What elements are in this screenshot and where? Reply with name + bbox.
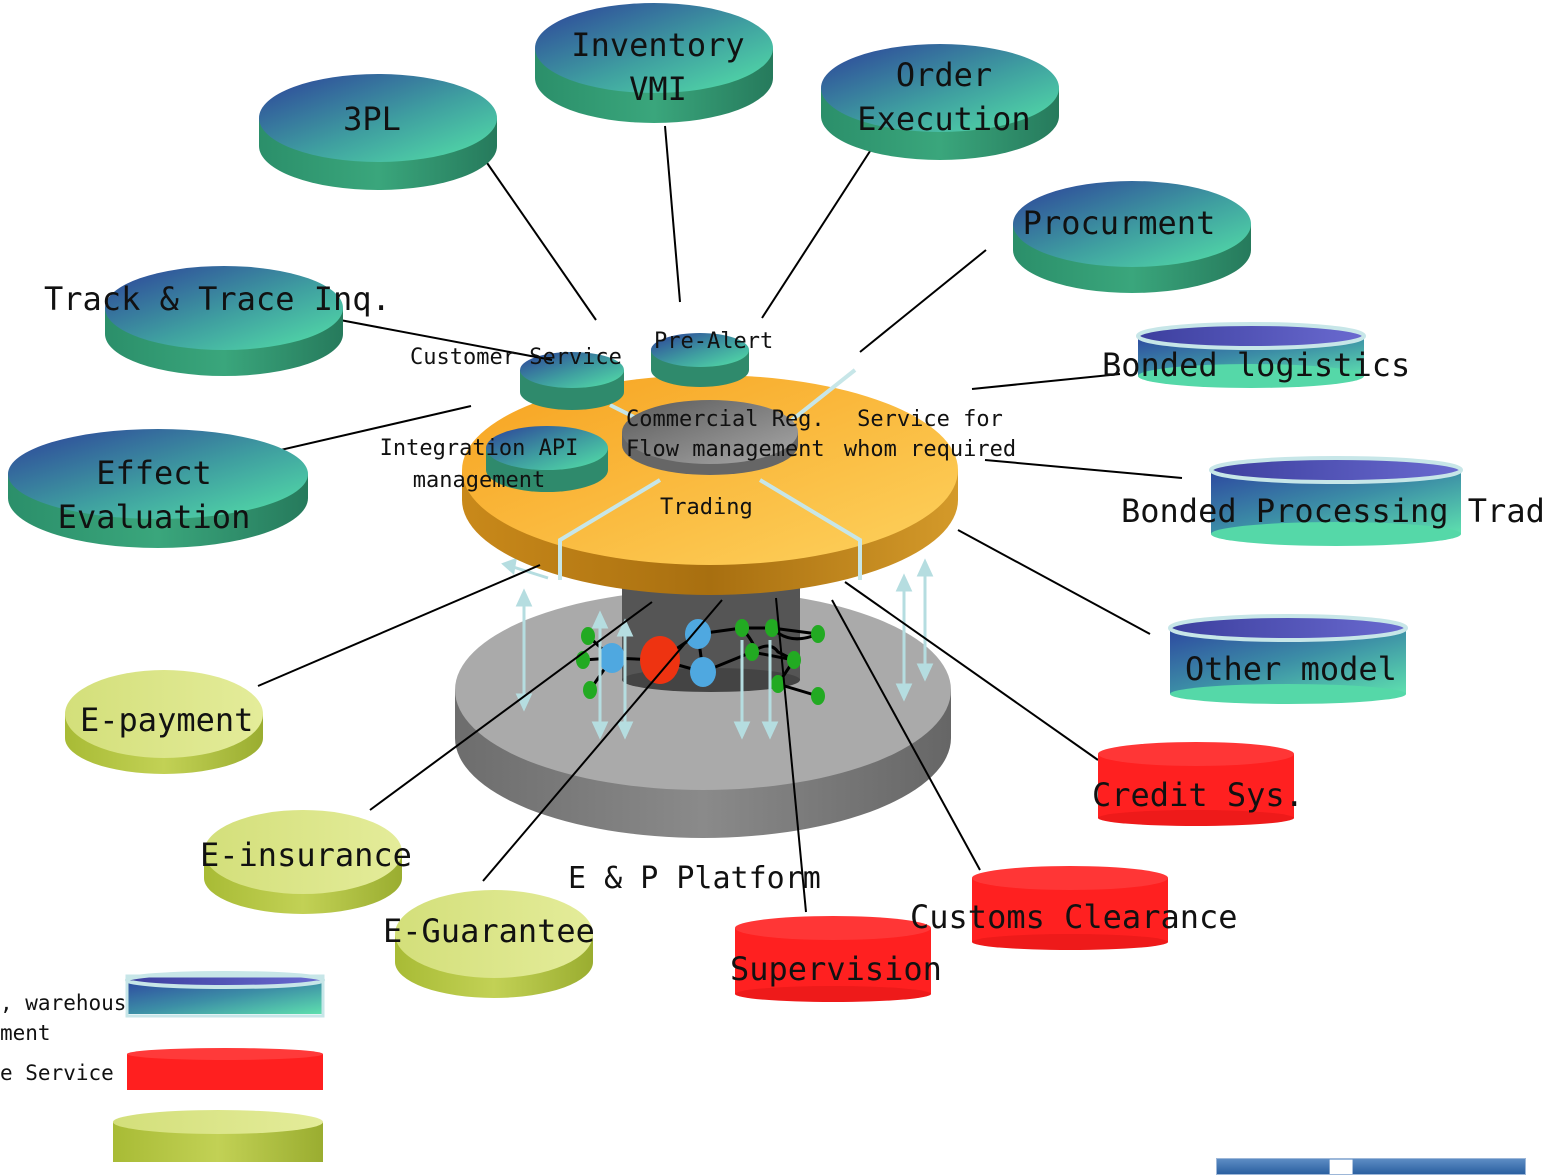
- label-customer-service-line: Customer Service: [410, 345, 622, 370]
- label-e-payment: E-payment: [80, 701, 253, 739]
- label-order-execution-line: Execution: [857, 100, 1030, 138]
- node-bonded-processing: [1209, 456, 1463, 546]
- label-integration-line: Integration API: [380, 436, 579, 461]
- legend-text-teal: , warehous ment: [0, 991, 126, 1045]
- node-supervision: [735, 916, 931, 1002]
- label-commercial-line: Commercial Reg.: [626, 407, 825, 432]
- label-effect-evaluation-line: Evaluation: [58, 498, 251, 536]
- label-3pl-line: 3PL: [343, 100, 401, 138]
- legend-swatch-teal: [125, 971, 325, 1018]
- legend-text-teal-line: , warehous: [0, 991, 126, 1015]
- label-bonded-logistics: Bonded logistics: [1102, 346, 1410, 384]
- label-integration-line: management: [413, 468, 545, 493]
- label-pre-alert: Pre-Alert: [654, 329, 773, 354]
- label-pre-alert-line: Pre-Alert: [654, 329, 773, 354]
- label-bonded-logistics-line: Bonded logistics: [1102, 346, 1410, 384]
- node-bonded-logistics: [1136, 322, 1366, 388]
- label-platform-name: E & P Platform: [568, 861, 821, 896]
- service-disc: [462, 333, 958, 595]
- label-bonded-processing: Bonded Processing Trade: [1121, 492, 1542, 530]
- label-integration: Integration API management: [380, 436, 579, 493]
- node-credit-sys: [1098, 742, 1294, 826]
- legend-text-teal-line: ment: [0, 1021, 51, 1045]
- node-e-guarantee: [395, 890, 593, 998]
- label-credit-sys: Credit Sys.: [1092, 776, 1304, 814]
- logo-badge: ■: [1216, 1158, 1526, 1175]
- legend-swatch-red: [127, 1048, 323, 1090]
- label-trading: Trading: [660, 495, 753, 520]
- label-track-trace: Track & Trace Inq.: [44, 280, 391, 318]
- label-commercial-line: Flow management: [626, 437, 825, 462]
- label-other-model: Other model: [1185, 650, 1397, 688]
- data-exchange-arrows: [501, 557, 934, 740]
- label-bonded-processing-line: Bonded Processing Trade: [1121, 492, 1542, 530]
- label-customer-service: Customer Service: [410, 345, 622, 370]
- label-procurement: Procurment: [1023, 204, 1216, 242]
- label-inventory-vmi-line: Inventory: [571, 26, 744, 64]
- node-track-trace: [105, 266, 343, 376]
- node-3pl: [259, 74, 497, 190]
- legend-text-red: e Service: [0, 1061, 114, 1085]
- label-track-trace-line: Track & Trace Inq.: [44, 280, 391, 318]
- label-supervision-line: Supervision: [730, 950, 942, 988]
- label-3pl: 3PL: [343, 100, 401, 138]
- node-e-payment: [65, 670, 263, 774]
- legend-swatch-olive: [113, 1110, 323, 1162]
- node-other-model: [1168, 614, 1408, 704]
- label-service-for: Service for whom required: [844, 407, 1016, 462]
- label-e-insurance: E-insurance: [200, 836, 412, 874]
- network-nodes: [576, 619, 825, 705]
- label-customs-clearance-line: Customs Clearance: [910, 898, 1238, 936]
- label-order-execution-line: Order: [896, 56, 992, 94]
- label-commercial: Commercial Reg. Flow management: [626, 407, 825, 462]
- node-effect-evaluation: [8, 429, 308, 548]
- label-trading-line: Trading: [660, 495, 753, 520]
- label-credit-sys-line: Credit Sys.: [1092, 776, 1304, 814]
- label-e-guarantee: E-Guarantee: [383, 912, 595, 950]
- connector-lines: [245, 125, 1183, 913]
- label-effect-evaluation-line: Effect: [96, 454, 212, 492]
- node-e-insurance: [204, 810, 402, 914]
- mini-disc-integration: [486, 426, 608, 492]
- label-inventory-vmi-line: VMI: [629, 70, 687, 108]
- label-e-guarantee-line: E-Guarantee: [383, 912, 595, 950]
- label-supervision: Supervision: [730, 950, 942, 988]
- mini-disc-customer-service: [520, 352, 624, 410]
- label-service-for-line: whom required: [844, 437, 1016, 462]
- label-customs-clearance: Customs Clearance: [910, 898, 1238, 936]
- node-order-execution: [821, 44, 1059, 160]
- label-service-for-line: Service for: [857, 407, 1003, 432]
- legend-text-red-line: e Service: [0, 1061, 114, 1085]
- node-procurement: [1013, 181, 1251, 293]
- label-e-payment-line: E-payment: [80, 701, 253, 739]
- label-e-insurance-line: E-insurance: [200, 836, 412, 874]
- label-procurement-line: Procurment: [1023, 204, 1216, 242]
- mini-disc-pre-alert: [651, 333, 749, 387]
- legend: [113, 971, 325, 1162]
- node-customs-clearance: [972, 866, 1168, 950]
- label-platform-name-line: E & P Platform: [568, 861, 821, 896]
- node-inventory-vmi: [535, 3, 773, 123]
- logo-mark: ■: [1327, 1159, 1525, 1174]
- label-other-model-line: Other model: [1185, 650, 1397, 688]
